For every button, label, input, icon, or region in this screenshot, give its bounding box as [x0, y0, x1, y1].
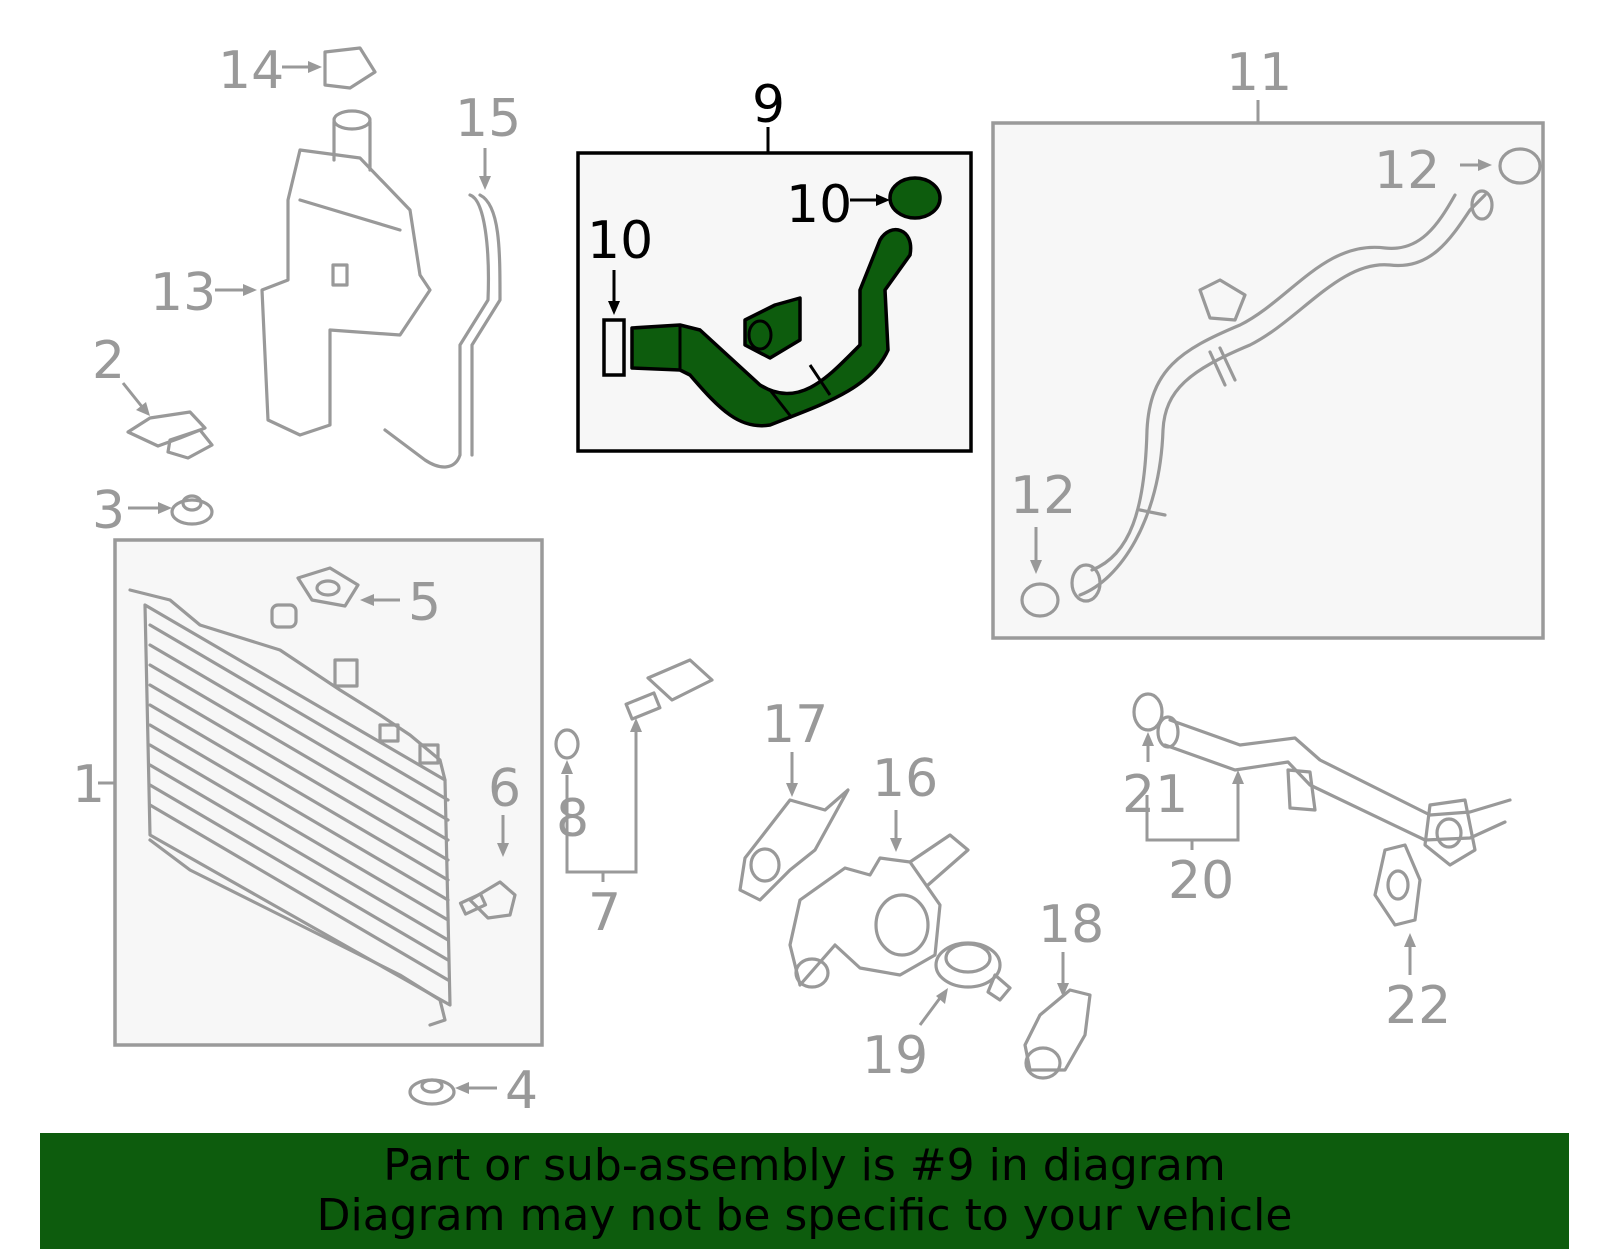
- bracket-part: [126, 410, 214, 460]
- callout-7[interactable]: 7: [588, 883, 621, 943]
- mount-part: [408, 1078, 456, 1106]
- callout-4[interactable]: 4: [505, 1061, 538, 1121]
- temp-sensor-part: [624, 658, 714, 721]
- water-pipe-part: [1156, 715, 1512, 867]
- water-inlet-part: [1023, 988, 1092, 1080]
- banner-line-1: Part or sub-assembly is #9 in diagram: [383, 1140, 1226, 1191]
- callout-11[interactable]: 11: [1226, 43, 1292, 103]
- callout-15[interactable]: 15: [455, 89, 521, 149]
- callout-21[interactable]: 21: [1122, 765, 1188, 825]
- callout-16[interactable]: 16: [872, 749, 938, 809]
- callout-2[interactable]: 2: [92, 331, 125, 391]
- callout-10-right[interactable]: 10: [786, 175, 852, 235]
- callout-8[interactable]: 8: [556, 789, 589, 849]
- callout-14[interactable]: 14: [218, 41, 284, 101]
- washer-part: [554, 728, 580, 760]
- callout-5[interactable]: 5: [408, 573, 441, 633]
- callout-9[interactable]: 9: [752, 75, 785, 135]
- info-banner: Part or sub-assembly is #9 in diagram Di…: [40, 1133, 1569, 1249]
- callout-18[interactable]: 18: [1038, 895, 1104, 955]
- o-ring-part: [1132, 692, 1164, 732]
- callout-22[interactable]: 22: [1385, 976, 1451, 1036]
- banner-line-2: Diagram may not be specific to your vehi…: [316, 1190, 1293, 1241]
- grommet-part: [170, 494, 214, 526]
- callout-6[interactable]: 6: [488, 759, 521, 819]
- overflow-hose-part: [383, 193, 502, 469]
- hose-11-box: [991, 121, 1545, 640]
- reservoir-part: [260, 109, 432, 437]
- thermostat-part: [934, 941, 1012, 1002]
- thermostat-housing-part: [788, 833, 970, 989]
- upper-hose-part: [1020, 147, 1542, 618]
- radiator-hose-part-9: [602, 176, 942, 428]
- callout-17[interactable]: 17: [762, 695, 828, 755]
- callout-12-top[interactable]: 12: [1374, 141, 1440, 201]
- drain-plug-part: [458, 880, 517, 920]
- callout-19[interactable]: 19: [862, 1026, 928, 1086]
- callout-10-left[interactable]: 10: [587, 211, 653, 271]
- reservoir-cap-part: [323, 46, 377, 90]
- gasket-17-part: [738, 788, 850, 902]
- gasket-22-part: [1373, 843, 1422, 927]
- callout-13[interactable]: 13: [150, 263, 216, 323]
- callout-3[interactable]: 3: [92, 481, 125, 541]
- radiator-cap-part: [296, 566, 360, 608]
- radiator-part: [128, 588, 452, 1027]
- callout-12-bottom[interactable]: 12: [1010, 466, 1076, 526]
- callout-20[interactable]: 20: [1168, 851, 1234, 911]
- callout-1[interactable]: 1: [72, 755, 105, 815]
- radiator-box: [113, 538, 544, 1047]
